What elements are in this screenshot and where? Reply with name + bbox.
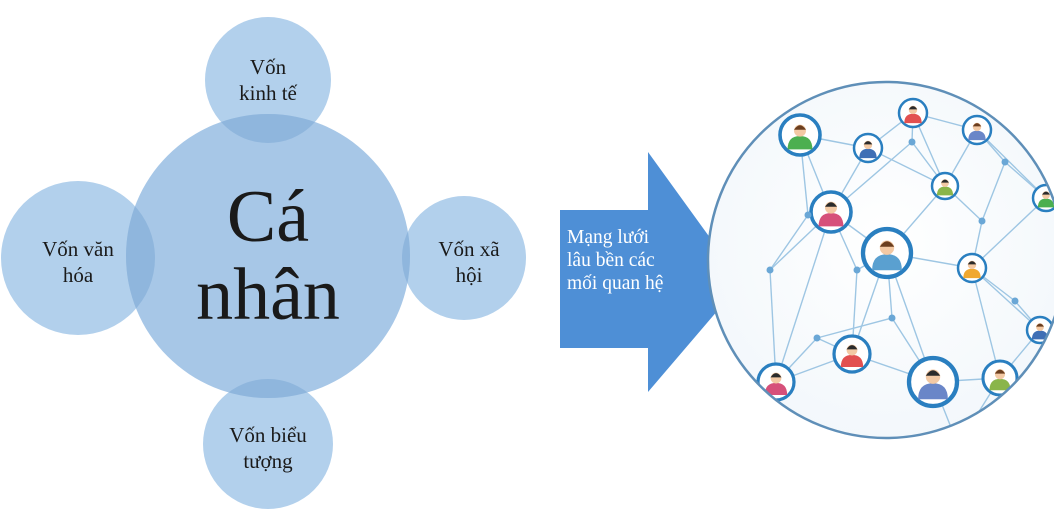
- satellite-right-line1: Vốn xã: [438, 237, 500, 261]
- network-person-icon: [1031, 183, 1054, 213]
- satellite-circle-bottom: [203, 379, 333, 509]
- network-person-icon: [809, 190, 853, 234]
- network-link: [816, 317, 893, 339]
- network-link: [976, 129, 1047, 199]
- arrow-shape: [560, 152, 742, 392]
- network-dot: [1001, 158, 1009, 166]
- arrow-line2: lâu bền các: [567, 250, 655, 271]
- network-link: [981, 161, 1006, 222]
- satellite-bottom-line2: tượng: [243, 449, 293, 473]
- network-person-icon: [961, 114, 993, 146]
- network-dot: [813, 334, 821, 342]
- network-dot: [766, 266, 774, 274]
- satellite-top-label: Vốn kinh tế: [218, 54, 318, 106]
- network-person-icon: [778, 113, 822, 157]
- satellite-left-line2: hóa: [62, 263, 94, 287]
- network-link: [971, 197, 1047, 269]
- satellite-circle-right: [402, 196, 526, 320]
- arrow-line3: mối quan hệ: [567, 273, 664, 294]
- satellite-bottom-label: Vốn biểu tượng: [208, 422, 328, 474]
- arrow-label: Mạng lưới lâu bền các mối quan hệ: [567, 226, 663, 295]
- network-dot: [978, 217, 986, 225]
- satellite-bottom-line1: Vốn biểu: [229, 423, 307, 447]
- center-label: Cá nhân: [168, 178, 368, 334]
- satellite-right-label: Vốn xã hội: [419, 236, 519, 288]
- satellite-left-line1: Vốn văn: [42, 237, 114, 261]
- network-person-icon: [930, 171, 960, 201]
- satellite-right-line2: hội: [455, 263, 483, 287]
- network-dot: [955, 442, 962, 449]
- network-person-icon: [832, 334, 872, 374]
- network-person-icon: [897, 97, 929, 129]
- network-dot: [1011, 297, 1019, 305]
- satellite-circle-top: [205, 17, 331, 143]
- satellite-circle-left: [1, 181, 155, 335]
- network-person-icon: [956, 252, 988, 284]
- network-link: [971, 267, 1001, 379]
- satellite-top-line1: Vốn: [249, 55, 287, 79]
- network-person-icon: [906, 355, 960, 409]
- network-link: [971, 267, 1041, 331]
- network-image: [706, 80, 1054, 449]
- network-person-icon: [756, 362, 796, 402]
- network-dot: [888, 314, 896, 322]
- center-line1: Cá: [226, 176, 310, 258]
- arrow-line1: Mạng lưới: [567, 227, 650, 248]
- network-link: [775, 211, 832, 383]
- network-person-icon: [981, 359, 1019, 397]
- center-circle: [126, 114, 410, 398]
- network-dot: [908, 138, 916, 146]
- satellite-left-label: Vốn văn hóa: [18, 236, 138, 288]
- network-link: [769, 214, 809, 271]
- satellite-top-line2: kinh tế: [239, 81, 297, 105]
- network-dot: [853, 266, 861, 274]
- network-person-icon: [852, 132, 884, 164]
- network-person-icon: [860, 226, 914, 280]
- network-dot: [804, 211, 812, 219]
- center-line2: nhân: [196, 254, 340, 336]
